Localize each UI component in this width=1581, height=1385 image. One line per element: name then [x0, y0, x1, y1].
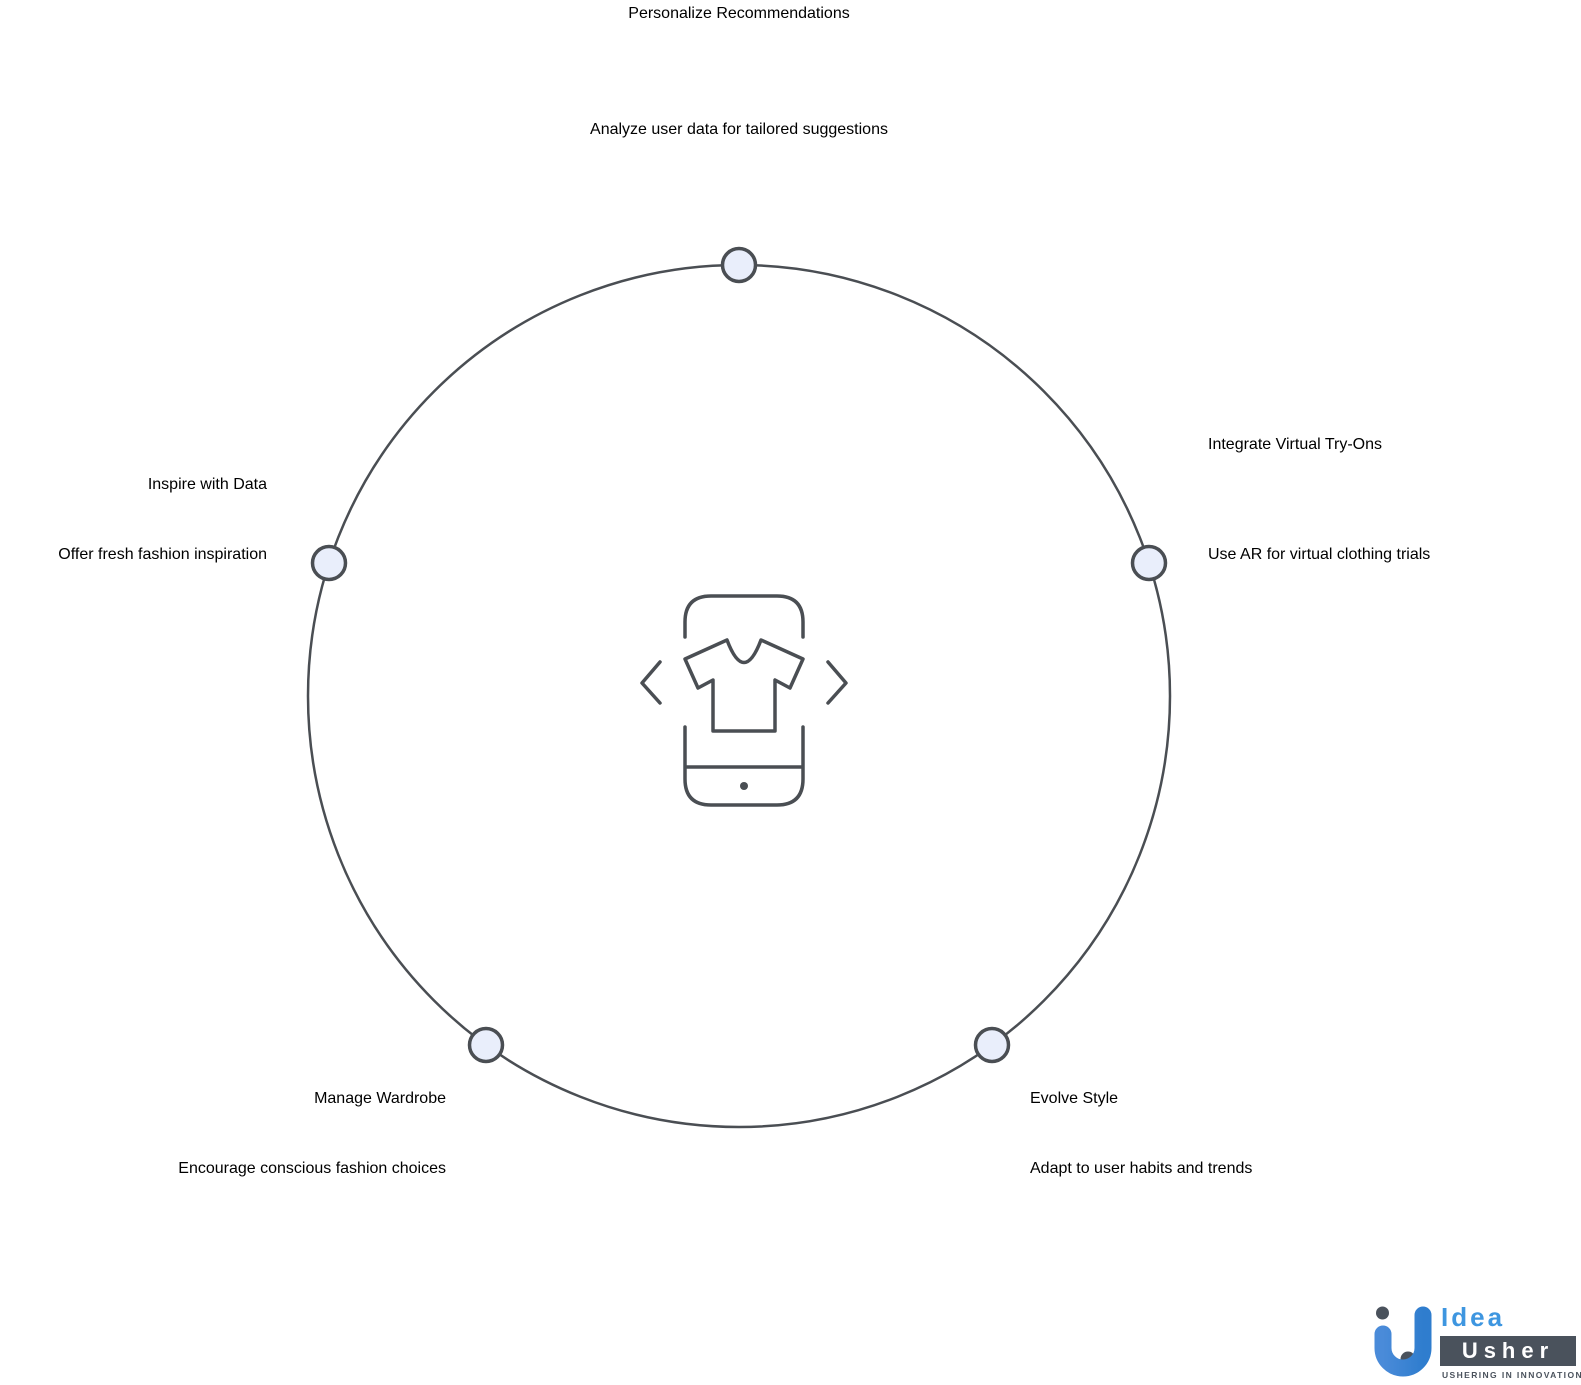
node-dot-left [310, 544, 348, 582]
brand-name-idea: Idea [1441, 1302, 1506, 1332]
node-dot-top [720, 246, 758, 284]
chevron-right-icon [826, 660, 848, 705]
smartphone-tshirt-carousel-icon [640, 594, 848, 807]
node-dot-bottom-right [973, 1026, 1011, 1064]
brand-tagline: USHERING IN INNOVATION [1442, 1370, 1581, 1380]
node-desc-evolve-style: Adapt to user habits and trends [1030, 1160, 1253, 1177]
node-title-evolve-style: Evolve Style [1030, 1090, 1119, 1107]
node-desc-inspire-with-data: Offer fresh fashion inspiration [58, 546, 267, 563]
node-title-integrate-virtual-try-ons: Integrate Virtual Try-Ons [1208, 436, 1382, 453]
brand-name-usher: Usher [1440, 1336, 1576, 1366]
idea-usher-logo: Idea Usher USHERING IN INNOVATION [1365, 1296, 1581, 1385]
node-dot-right [1130, 544, 1168, 582]
node-dot-bottom-left [467, 1026, 505, 1064]
chevron-left-icon [640, 660, 662, 705]
node-title-inspire-with-data: Inspire with Data [147, 476, 267, 493]
phone-home-button [740, 782, 748, 790]
logo-i-dot [1376, 1306, 1389, 1320]
node-title-manage-wardrobe: Manage Wardrobe [314, 1090, 446, 1107]
node-desc-manage-wardrobe: Encourage conscious fashion choices [178, 1160, 446, 1177]
node-title-personalize-recommendations: Personalize Recommendations [628, 5, 850, 22]
node-desc-personalize-recommendations: Analyze user data for tailored suggestio… [590, 121, 888, 138]
logo-u-shape [1374, 1306, 1432, 1377]
tshirt-icon [683, 638, 805, 733]
idea-usher-logo-mark-icon [1374, 1306, 1432, 1377]
phone-icon [683, 594, 805, 807]
node-desc-integrate-virtual-try-ons: Use AR for virtual clothing trials [1208, 546, 1431, 563]
